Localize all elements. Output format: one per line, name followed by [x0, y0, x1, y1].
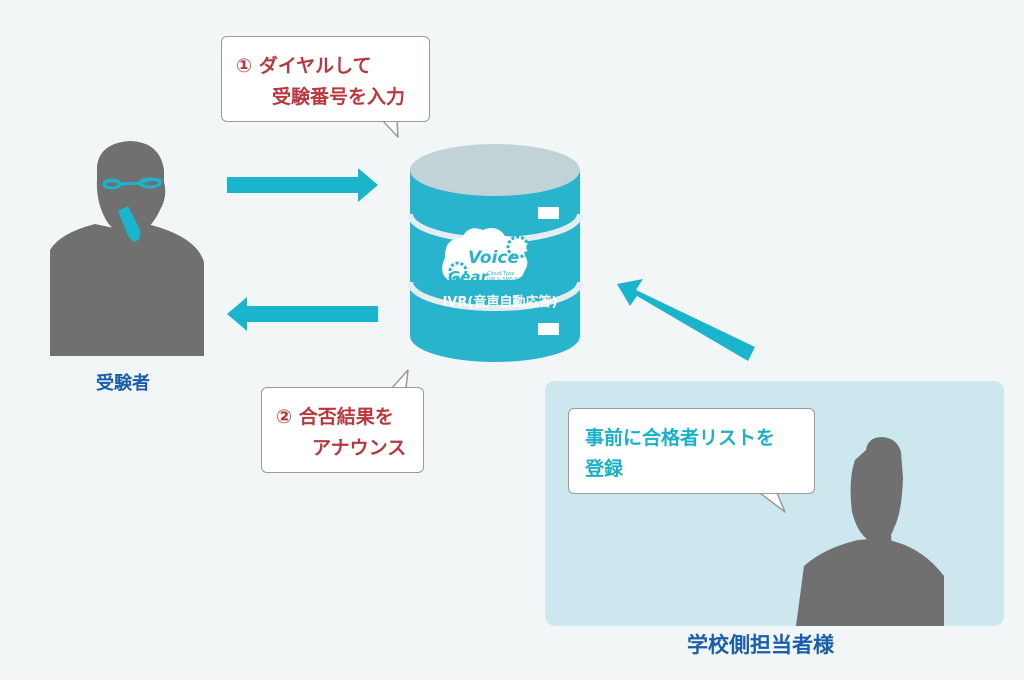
bubble-register-line-1: 事前に合格者リストを: [585, 427, 776, 449]
student-label: 受験者: [96, 373, 150, 394]
phone-icon: [118, 206, 141, 242]
gear-icon: [448, 261, 468, 281]
arrow-to-student: [227, 297, 378, 331]
school-staff-label: 学校側担当者様: [687, 633, 834, 657]
bubble-announce-line-1: ② 合否結果を: [276, 406, 394, 428]
bubble-announce-result: ② 合否結果を アナウンス: [261, 387, 424, 473]
student-figure: [50, 141, 204, 356]
bubble-dial-line-1: ① ダイヤルして: [236, 55, 372, 77]
glasses-icon: [102, 177, 163, 190]
logo-word-gear: Gear: [448, 268, 490, 286]
bubble-tail: [391, 369, 409, 389]
logo-tagline-2: IVR & SMS Solution: [487, 277, 535, 283]
bubble-announce-line-2: アナウンス: [312, 437, 407, 459]
bubble-tail: [382, 120, 399, 138]
logo-tagline-1: Cloud Type: [487, 271, 514, 277]
bubble-register-line-2: 登録: [585, 458, 624, 480]
bubble-register-list: 事前に合格者リストを 登録: [568, 408, 815, 494]
logo-word-voice: Voice: [468, 248, 519, 268]
gear-icon: [506, 235, 530, 259]
ivr-label: IVR(音声自動応答): [442, 295, 558, 310]
voicegear-logo: Voice Gear Cloud Type IVR & SMS Solution: [442, 228, 535, 286]
bubble-dial-line-2: 受験番号を入力: [272, 86, 406, 108]
arrow-from-school: [617, 279, 755, 361]
arrow-to-server: [227, 168, 378, 202]
staff-figure: [796, 437, 944, 626]
bubble-dial-instruction: ① ダイヤルして 受験番号を入力: [221, 36, 430, 122]
